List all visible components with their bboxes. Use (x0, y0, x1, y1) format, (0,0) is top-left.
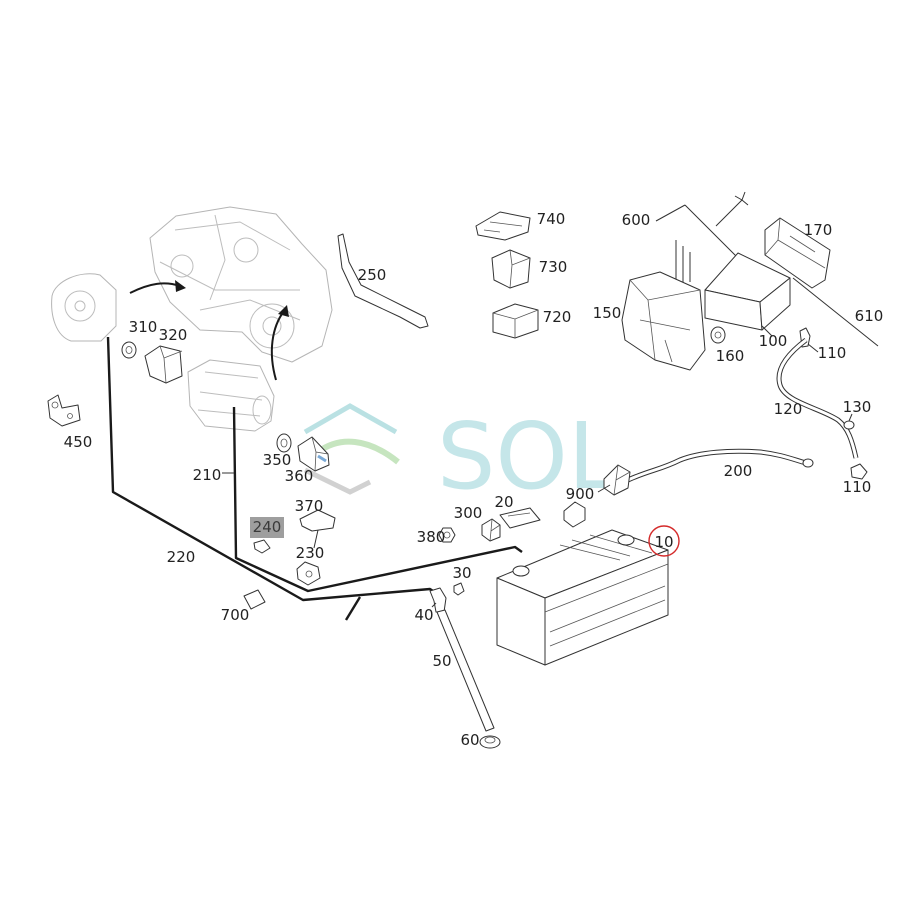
arrow-up-to-engine (270, 305, 289, 381)
callout-220: 220 (167, 548, 196, 566)
leader-100 (761, 325, 773, 337)
bushing-320 (144, 345, 183, 384)
callout-450: 450 (64, 433, 93, 451)
callout-230: 230 (296, 544, 325, 562)
cap-700 (243, 589, 266, 610)
callout-60: 60 (460, 731, 479, 749)
plug-60 (479, 735, 501, 749)
callout-350: 350 (263, 451, 292, 469)
bracket-450 (47, 394, 81, 427)
nut-380 (438, 527, 456, 543)
battery-100 (704, 252, 791, 331)
strap-250 (337, 233, 429, 329)
callout-200: 200 (724, 462, 753, 480)
leader-40 (431, 602, 437, 608)
callout-730: 730 (539, 258, 568, 276)
clamp-230 (296, 561, 321, 586)
ground-symbol (715, 191, 749, 227)
bolt-300 (481, 518, 501, 542)
callout-50: 50 (432, 652, 451, 670)
sol-watermark-text: SOL (437, 403, 619, 510)
callout-250: 250 (358, 266, 387, 284)
cable-120 (776, 338, 859, 459)
callout-110-upper: 110 (818, 344, 847, 362)
nut-160 (710, 326, 726, 344)
callout-370: 370 (295, 497, 324, 515)
cable-200 (626, 448, 807, 483)
callout-30: 30 (452, 564, 471, 582)
callout-120: 120 (774, 400, 803, 418)
callout-110-lower: 110 (843, 478, 872, 496)
arrow-to-engine (129, 280, 186, 294)
callout-720: 720 (543, 308, 572, 326)
terminal-200 (802, 458, 814, 468)
callout-20: 20 (494, 493, 513, 511)
callout-10: 10 (654, 533, 673, 551)
bracket-600-leaders (655, 204, 737, 282)
callout-210: 210 (193, 466, 222, 484)
bushing-900 (563, 501, 586, 528)
callout-300: 300 (454, 504, 483, 522)
alternator (51, 273, 117, 342)
battery-10 (496, 529, 669, 666)
engine-assembly (149, 206, 333, 363)
callout-360: 360 (285, 467, 314, 485)
callout-310: 310 (129, 318, 158, 336)
nut-380-hole (443, 531, 451, 539)
bolt-30 (453, 582, 465, 596)
sol-logo-watermark: SOL (303, 403, 619, 510)
plate-20 (499, 507, 541, 529)
washer-350 (276, 433, 292, 453)
leader-610 (792, 277, 879, 347)
leader-110-upper (807, 343, 819, 353)
callout-40: 40 (414, 606, 433, 624)
callout-160: 160 (716, 347, 745, 365)
relay-730 (491, 249, 531, 289)
washer-310 (121, 341, 137, 359)
leader-900 (597, 484, 611, 493)
callout-240: 240 (253, 518, 282, 536)
tray-150 (621, 271, 706, 371)
bracket-370 (299, 509, 336, 549)
callout-130: 130 (843, 398, 872, 416)
small-battery-720 (492, 303, 539, 339)
callout-610: 610 (855, 307, 884, 325)
callout-320: 320 (159, 326, 188, 344)
cable-220-branch (344, 596, 362, 621)
cable-210 (232, 406, 523, 593)
fuse-holder-740 (475, 211, 531, 241)
callout-380: 380 (417, 528, 446, 546)
callout-740: 740 (537, 210, 566, 228)
callout-900: 900 (566, 485, 595, 503)
callout-170: 170 (804, 221, 833, 239)
bolt-240 (253, 539, 271, 554)
highlight-circle-10 (648, 525, 680, 557)
relay-box-170 (764, 217, 831, 289)
callout-150: 150 (593, 304, 622, 322)
highlight-box-240 (250, 517, 284, 538)
starter-motor (187, 359, 275, 432)
callout-600: 600 (622, 211, 651, 229)
tube-50 (436, 609, 495, 732)
callout-700: 700 (221, 606, 250, 624)
clip-110-lower (850, 463, 868, 480)
callout-100: 100 (759, 332, 788, 350)
leader-130 (848, 413, 853, 422)
bushing-360 (297, 436, 330, 472)
terminal-130 (843, 420, 855, 430)
